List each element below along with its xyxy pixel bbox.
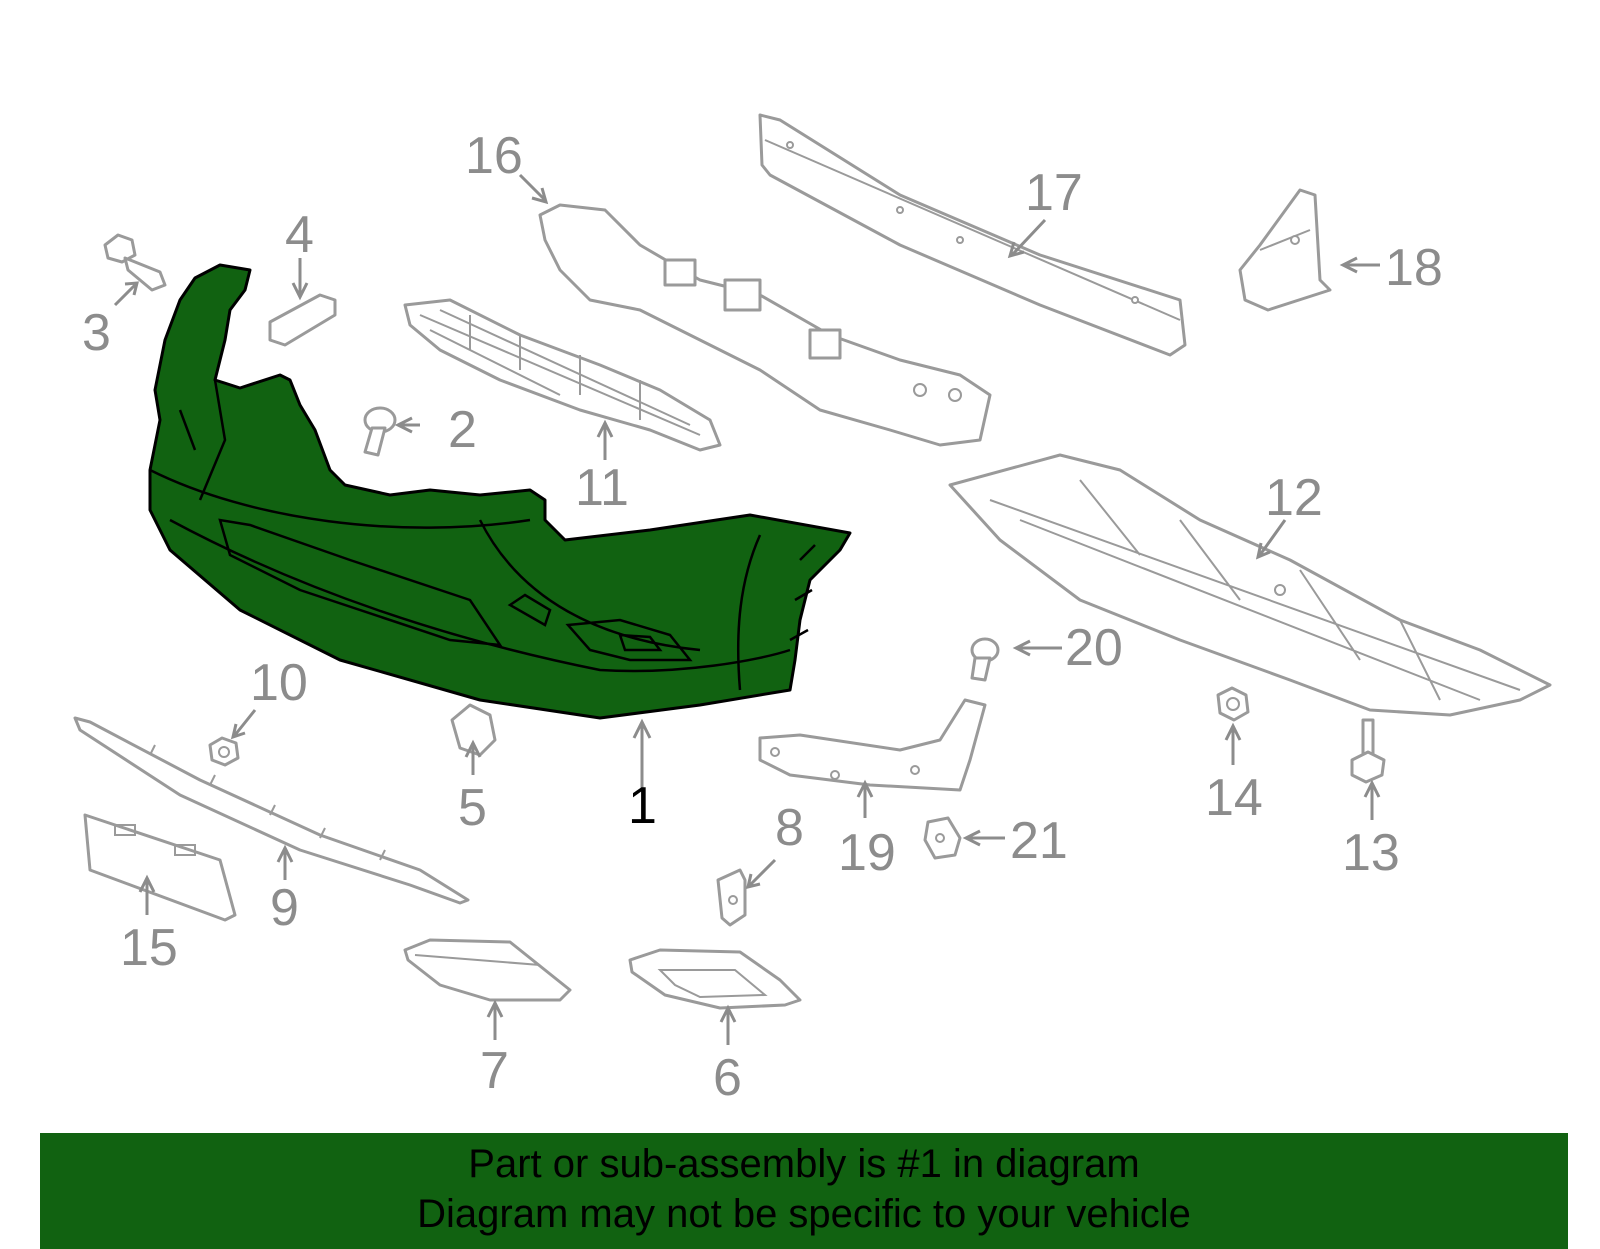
part-17-reinforcement-beam[interactable] — [758, 113, 1187, 357]
callout-7[interactable]: 7 — [480, 1042, 509, 1100]
part-5-clip[interactable] — [450, 703, 497, 757]
part-12-splash-shield[interactable] — [948, 453, 1552, 717]
callout-15[interactable]: 15 — [120, 919, 178, 977]
part-2-push-pin[interactable] — [363, 406, 397, 457]
part-13-bolt[interactable] — [1350, 718, 1386, 784]
part-10-nut[interactable] — [208, 736, 240, 767]
part-14-nut[interactable] — [1216, 686, 1250, 722]
callout-8[interactable]: 8 — [775, 799, 804, 857]
callout-4[interactable]: 4 — [285, 206, 314, 264]
part-3-bolt[interactable] — [103, 233, 167, 292]
part-20-push-pin[interactable] — [970, 637, 1000, 682]
callout-labels: 1 2 3 4 5 6 7 8 9 10 11 12 13 14 15 16 1… — [82, 127, 1443, 1107]
leader-lines — [113, 173, 1381, 1045]
notice-line-1: Part or sub-assembly is #1 in diagram — [468, 1142, 1140, 1186]
part-4-clip[interactable] — [268, 293, 337, 347]
part-8-bracket[interactable] — [716, 868, 747, 927]
part-7-cover[interactable] — [403, 938, 572, 1002]
part-1-bumper-cover[interactable] — [148, 263, 852, 720]
callout-6[interactable]: 6 — [713, 1049, 742, 1107]
callout-3[interactable]: 3 — [82, 304, 111, 362]
part-16-energy-absorber[interactable] — [538, 203, 992, 447]
part-18-bracket[interactable] — [1238, 188, 1332, 312]
part-11-grille[interactable] — [403, 298, 722, 452]
notice-line-2: Diagram may not be specific to your vehi… — [417, 1192, 1191, 1236]
callout-17[interactable]: 17 — [1025, 164, 1083, 222]
callout-19[interactable]: 19 — [838, 824, 896, 882]
part-6-bezel[interactable] — [628, 948, 802, 1010]
notice-banner: Part or sub-assembly is #1 in diagram Di… — [40, 1133, 1568, 1249]
part-19-bracket[interactable] — [758, 698, 987, 792]
callout-1[interactable]: 1 — [628, 777, 657, 835]
callout-16[interactable]: 16 — [465, 127, 523, 185]
callout-18[interactable]: 18 — [1385, 239, 1443, 297]
part-15-license-bracket[interactable] — [83, 813, 237, 922]
callout-2[interactable]: 2 — [448, 401, 477, 459]
callout-5[interactable]: 5 — [458, 779, 487, 837]
callout-9[interactable]: 9 — [270, 879, 299, 937]
parts-diagram: 1 2 3 4 5 6 7 8 9 10 11 12 13 14 15 16 1… — [73, 113, 1552, 1107]
callout-12[interactable]: 12 — [1265, 469, 1323, 527]
callout-10[interactable]: 10 — [250, 654, 308, 712]
part-21-clip-nut[interactable] — [923, 816, 962, 860]
callout-20[interactable]: 20 — [1065, 619, 1123, 677]
part-9-molding[interactable] — [73, 716, 470, 905]
callout-21[interactable]: 21 — [1010, 812, 1068, 870]
callout-13[interactable]: 13 — [1342, 824, 1400, 882]
callout-14[interactable]: 14 — [1205, 769, 1263, 827]
callout-11[interactable]: 11 — [575, 459, 629, 517]
